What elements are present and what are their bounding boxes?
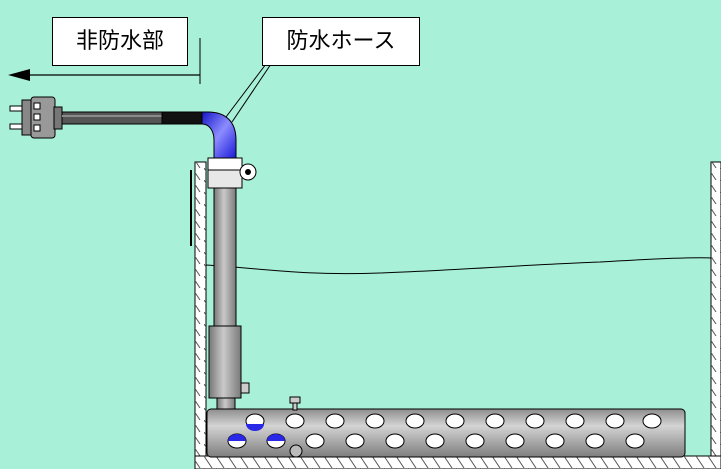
hose-leader-line	[225, 63, 272, 123]
power-plug	[9, 96, 63, 139]
waterproof-hose	[201, 111, 237, 159]
label-waterproof-hose: 防水ホース	[262, 17, 420, 66]
power-cable	[61, 111, 205, 125]
heater-pipe	[208, 187, 250, 411]
water-surface-line	[205, 257, 712, 275]
perforated-heater-tube	[206, 396, 686, 458]
label-non-waterproof-part: 非防水部	[52, 17, 188, 66]
dimension-arrow	[8, 38, 201, 84]
mounting-clamp	[207, 157, 257, 189]
water-tank	[190, 161, 721, 469]
